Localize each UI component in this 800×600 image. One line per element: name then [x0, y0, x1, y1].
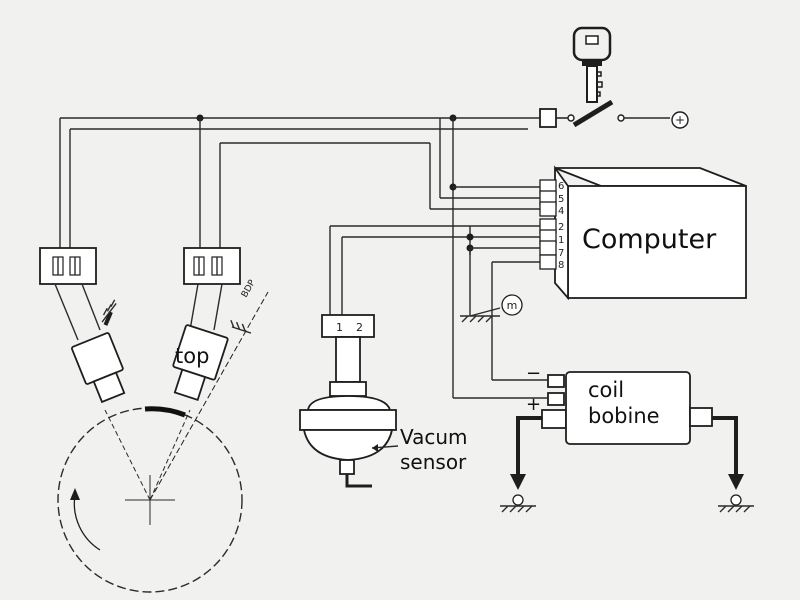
coil-minus-label: −	[526, 363, 541, 384]
computer-input-bus	[329, 118, 540, 399]
computer-pin-labels: 6 5 4 2 1 7 8	[558, 181, 564, 271]
left-sensor-wiring	[59, 118, 71, 255]
pin-label: 6	[558, 181, 564, 192]
vacuum-sensor-label: Vacum sensor	[400, 425, 468, 475]
pin-label: 5	[558, 194, 564, 205]
top-sensor-body	[172, 319, 252, 401]
vacuum-sensor-connector: 1 2	[321, 314, 375, 338]
pin-label: 8	[558, 260, 564, 271]
ignition-key-icon	[572, 26, 612, 103]
positive-terminal-label: +	[675, 113, 685, 127]
vacuum-label-line2: sensor	[400, 450, 467, 474]
computer-label: Computer	[582, 224, 717, 255]
top-sensor-connector	[183, 247, 241, 285]
coil-label-line2: bobine	[588, 404, 660, 428]
left-sensor-cable	[54, 283, 101, 341]
positive-terminal: +	[671, 111, 689, 129]
bdp-reference-line: BDP	[149, 278, 269, 501]
coil-body: − +	[520, 363, 713, 445]
top-sensor-label: top	[175, 344, 210, 368]
flywheel	[57, 406, 243, 593]
coil-output-leads	[510, 416, 744, 490]
pin-label: 4	[558, 206, 564, 217]
ground-right-icon	[718, 494, 754, 513]
ground-motor: m	[460, 294, 523, 323]
pin-label: 2	[558, 222, 564, 233]
rotation-arrow-icon	[70, 488, 101, 551]
ignition-switch	[539, 99, 670, 128]
vacuum-sensor-body	[299, 336, 399, 488]
coil-label-line1: coil	[588, 378, 625, 402]
motor-label: m	[507, 299, 518, 312]
top-sensor-cable	[189, 283, 223, 331]
computer-box: 6 5 4 2 1 7 8	[539, 165, 747, 301]
supply-rail	[60, 114, 540, 144]
connector-pin-2: 2	[356, 321, 363, 334]
vacuum-label-line1: Vacum	[400, 425, 468, 449]
left-sensor-body	[71, 299, 126, 404]
top-sensor-wiring	[199, 118, 221, 255]
left-sensor-connector	[39, 247, 97, 285]
computer-pin-terminals	[539, 179, 557, 270]
pin-label: 7	[558, 248, 564, 259]
bdp-label: BDP	[240, 278, 258, 300]
coil-label: coil bobine	[588, 377, 660, 429]
ground-left-icon	[500, 494, 536, 513]
coil-plus-label: +	[526, 394, 541, 415]
connector-pin-1: 1	[336, 321, 343, 334]
pin-label: 1	[558, 235, 564, 246]
